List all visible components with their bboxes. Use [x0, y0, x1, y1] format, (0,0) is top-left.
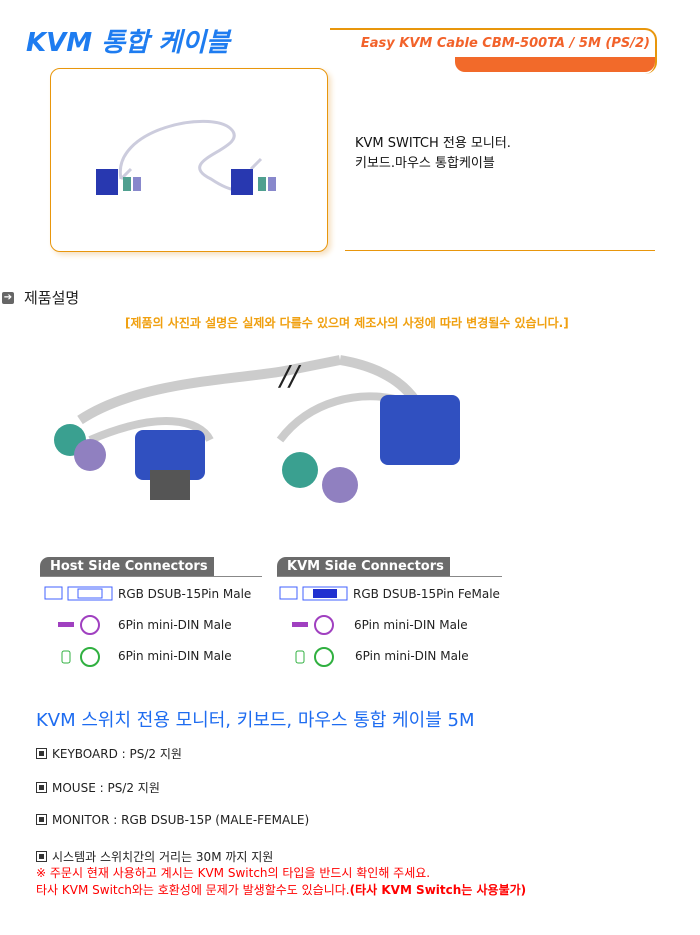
page-title: KVM 통합 케이블 [26, 28, 230, 58]
vga-male-connector [135, 430, 205, 480]
monitor-icon [44, 585, 114, 607]
keyboard-icon [58, 614, 102, 640]
summary-line: 키보드.마우스 통합케이블 [355, 156, 495, 171]
divider [345, 250, 655, 251]
connector-label: 6Pin mini-DIN Male [355, 649, 469, 663]
spec-text: MONITOR : RGB DSUB-15P (MALE-FEMALE) [52, 813, 310, 827]
product-summary: KVM SWITCH 전용 모니터. 키보드.마우스 통합케이블 [355, 134, 511, 174]
mouse-icon [294, 646, 336, 672]
arrow-right-icon: ➔ [2, 291, 14, 304]
vga-connector [96, 169, 118, 195]
connector-label: 6Pin mini-DIN Male [354, 618, 468, 632]
monitor-icon [279, 585, 349, 607]
spec-text: 시스템과 스위치간의 거리는 30M 까지 지원 [52, 850, 274, 864]
model-name: Easy KVM Cable CBM-500TA / 5M (PS/2) [360, 36, 650, 51]
connector-label: 6Pin mini-DIN Male [118, 649, 232, 663]
spec-text: KEYBOARD : PS/2 지원 [52, 747, 182, 761]
svg-text://: // [277, 359, 301, 392]
spec-item: 시스템과 스위치간의 거리는 30M 까지 지원 [36, 848, 273, 865]
mouse-icon [60, 646, 102, 672]
kvm-title: KVM Side Connectors [277, 557, 450, 577]
bullet-icon [36, 782, 47, 793]
spec-item: MOUSE : PS/2 지원 [36, 779, 160, 796]
model-header-bar [455, 57, 655, 72]
connector-label: 6Pin mini-DIN Male [118, 618, 232, 632]
section-title: 제품설명 [24, 289, 80, 307]
spec-item: KEYBOARD : PS/2 지원 [36, 745, 182, 762]
model-header-frame [330, 28, 657, 74]
notice: [제품의 사진과 설명은 실제와 다를수 있으며 제조사의 사정에 따라 변경될… [125, 316, 569, 330]
vga-female-connector [380, 395, 460, 465]
connector-label: RGB DSUB-15Pin Male [118, 587, 252, 601]
cable-detail-image: // [54, 355, 460, 503]
spec-heading: KVM 스위치 전용 모니터, 키보드, 마우스 통합 케이블 5M [36, 710, 475, 731]
product-thumbnail [50, 68, 328, 252]
cable-image [96, 119, 276, 195]
warning-line: 타사 KVM Switch와는 호환성에 문제가 발생할수도 있습니다.(타사 … [36, 881, 526, 898]
host-title: Host Side Connectors [40, 557, 214, 577]
bullet-icon [36, 814, 47, 825]
section-header: ➔ 제품설명 [2, 287, 79, 308]
summary-line: KVM SWITCH 전용 모니터. [355, 136, 511, 151]
keyboard-icon [292, 614, 336, 640]
warning-line: ※ 주문시 현재 사용하고 계시는 KVM Switch의 타입을 반드시 확인… [36, 866, 431, 880]
spec-text: MOUSE : PS/2 지원 [52, 781, 160, 795]
spec-item: MONITOR : RGB DSUB-15P (MALE-FEMALE) [36, 813, 309, 827]
warning-bold: (타사 KVM Switch는 사용불가) [349, 883, 527, 897]
warning-text: 타사 KVM Switch와는 호환성에 문제가 발생할수도 있습니다. [36, 883, 350, 897]
bullet-icon [36, 748, 47, 759]
connector-label: RGB DSUB-15Pin FeMale [353, 587, 500, 601]
kvm-connectors-header: KVM Side Connectors [277, 557, 502, 577]
bullet-icon [36, 851, 47, 862]
host-connectors-header: Host Side Connectors [40, 557, 262, 577]
